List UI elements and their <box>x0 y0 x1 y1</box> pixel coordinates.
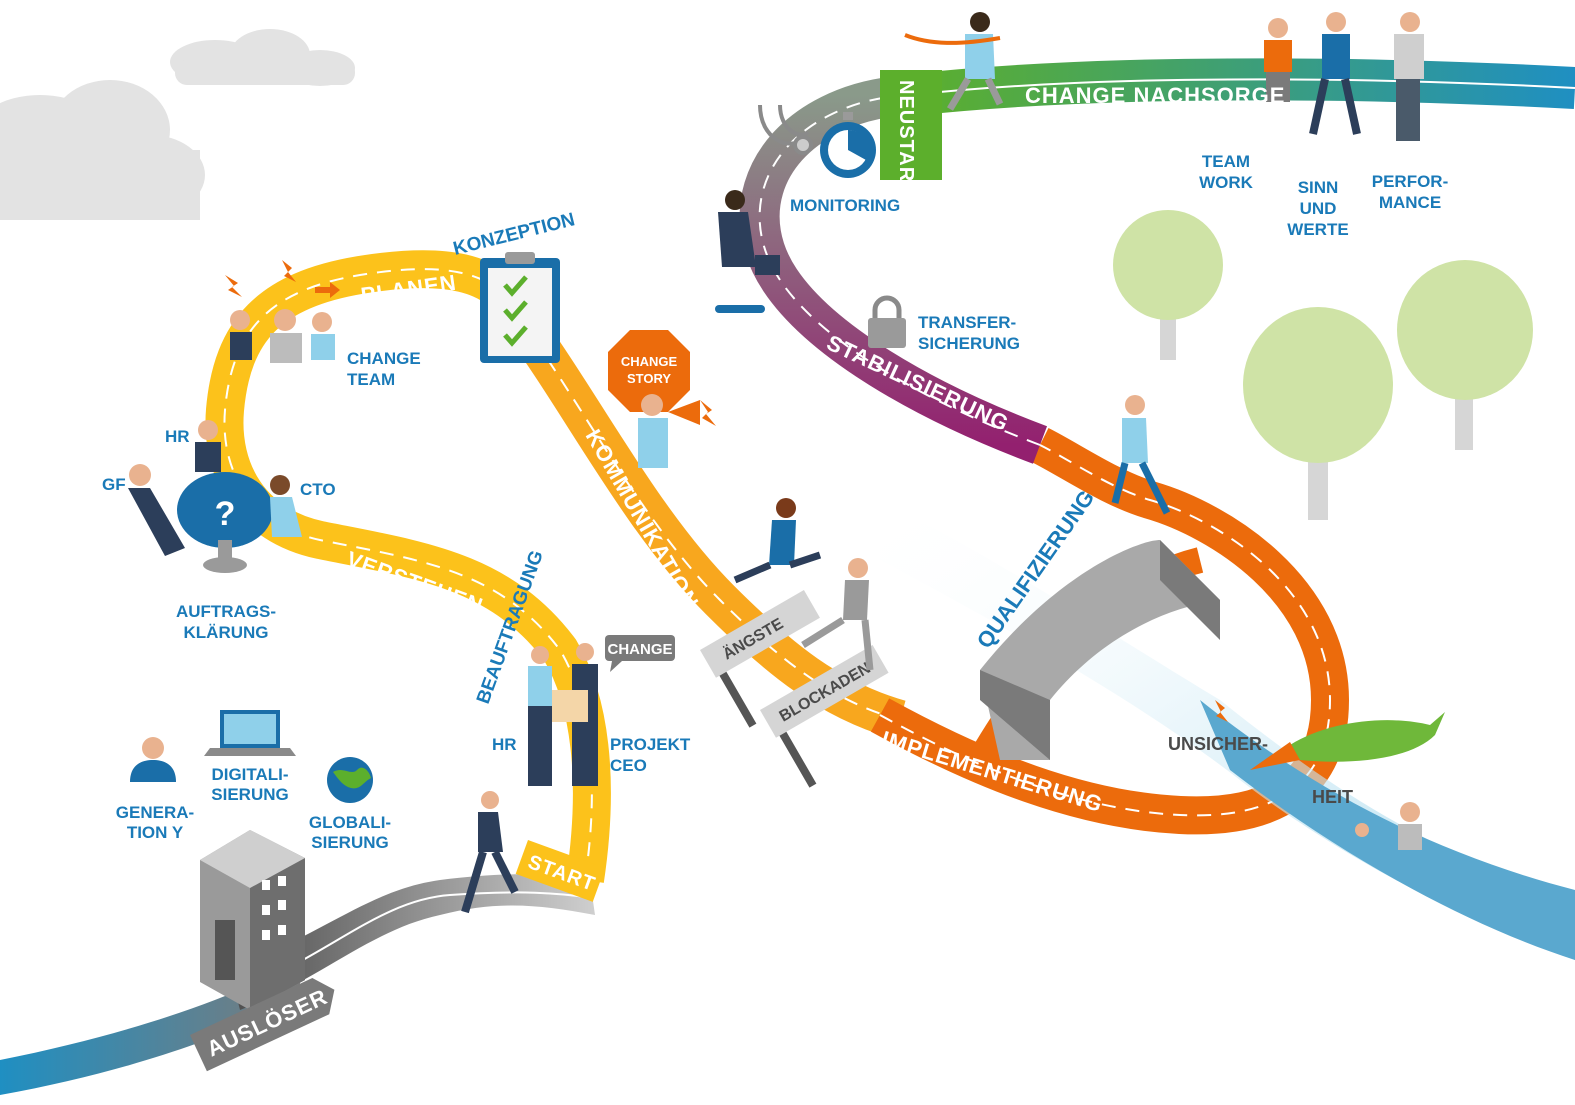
lock-icon <box>868 295 906 348</box>
arrow-icon <box>315 282 340 298</box>
crocodile-icon <box>1250 712 1445 770</box>
sinn-werte-line-3: WERTE <box>1287 220 1348 239</box>
monitoring-label: MONITORING <box>790 196 900 215</box>
generation-y-icon <box>130 737 176 782</box>
nachsorge-label: CHANGE NACHSORGE <box>1025 83 1285 108</box>
generation-y-line-1: GENERA- <box>116 803 194 822</box>
tree-1 <box>1113 210 1223 360</box>
auftragsklaerung-line-2: KLÄRUNG <box>184 623 269 642</box>
bridge <box>980 540 1220 760</box>
clipboard-icon <box>480 252 560 363</box>
change-bubble: CHANGE <box>605 635 675 672</box>
river-left <box>0 960 300 1095</box>
hurdle-aengste: ÄNGSTE <box>700 590 820 728</box>
sinn-werte-line-2: UND <box>1300 199 1337 218</box>
cloud-left <box>0 80 205 220</box>
unsicherheit-line-2: HEIT <box>1312 787 1353 807</box>
teamwork-line-2: WORK <box>1199 173 1254 192</box>
globalisierung-line-1: GLOBALI- <box>309 813 391 832</box>
gf-label: GF <box>102 475 126 494</box>
change-team-line-1: CHANGE <box>347 349 421 368</box>
stopwatch-icon <box>820 112 876 178</box>
transfersicherung-line-2: SICHERUNG <box>918 334 1020 353</box>
change-team-line-2: TEAM <box>347 370 395 389</box>
question-mark: ? <box>215 495 236 533</box>
globe-icon <box>327 757 373 803</box>
laptop-icon <box>204 710 296 756</box>
generation-y-line-2: TION Y <box>127 823 184 842</box>
projekt-ceo-line-2: CEO <box>610 756 647 775</box>
hr-top-label: HR <box>165 427 190 446</box>
auftragsklaerung-line-1: AUFTRAGS- <box>176 602 276 621</box>
teamwork-line-1: TEAM <box>1202 152 1250 171</box>
digitalisierung-line-2: SIERUNG <box>211 785 288 804</box>
tree-2 <box>1243 307 1393 520</box>
digitalisierung-line-1: DIGITALI- <box>211 765 288 784</box>
person-figures <box>128 12 1424 914</box>
sinn-werte-line-1: SINN <box>1298 178 1339 197</box>
tree-3 <box>1397 260 1533 450</box>
change-story-line-2: STORY <box>627 371 671 386</box>
change-story-sign: CHANGE STORY <box>608 330 690 412</box>
building-icon <box>200 830 305 1010</box>
projekt-ceo-line-1: PROJEKT <box>610 735 691 754</box>
unsicherheit-line-1: UNSICHER- <box>1168 734 1268 754</box>
cto-label: CTO <box>300 480 336 499</box>
transfersicherung-line-1: TRANSFER- <box>918 313 1016 332</box>
neustart-sign: NEUSTART <box>880 70 942 195</box>
change-bubble-label: CHANGE <box>607 641 672 658</box>
stethoscope-icon <box>758 104 813 155</box>
hr-bottom-label: HR <box>492 735 517 754</box>
round-table: ? <box>177 472 273 573</box>
neustart-label: NEUSTART <box>895 80 917 195</box>
performance-line-1: PERFOR- <box>1372 172 1449 191</box>
lightning-icon <box>225 260 1228 722</box>
performance-line-2: MANCE <box>1379 193 1441 212</box>
globalisierung-line-2: SIERUNG <box>311 833 388 852</box>
change-story-line-1: CHANGE <box>621 354 678 369</box>
cloud-top <box>170 29 355 86</box>
